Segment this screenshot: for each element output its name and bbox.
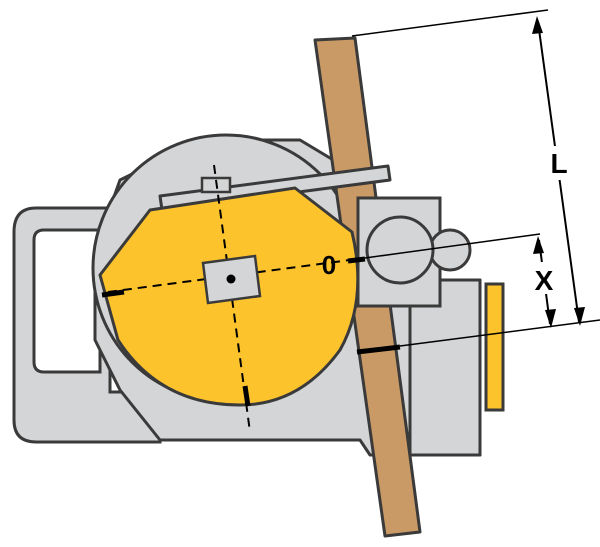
label-x-bg	[532, 262, 556, 294]
tick-zero	[347, 256, 366, 264]
handle	[12, 206, 162, 444]
ext-line-zero	[364, 233, 541, 259]
board-mark	[356, 344, 401, 355]
arrow-x-top	[533, 236, 544, 254]
adjust-knob	[365, 215, 435, 285]
pivot-dot	[226, 274, 236, 284]
tick-bottom	[242, 385, 251, 407]
arrow-l-bottom	[574, 307, 585, 326]
arrow-x-bottom	[545, 309, 556, 328]
tick-left	[101, 289, 125, 298]
ext-line-top	[351, 9, 549, 37]
clamp-jaw	[484, 282, 505, 412]
knob-cap	[428, 228, 472, 272]
label-x: X	[535, 265, 554, 296]
arrow-l-top	[532, 16, 543, 34]
label-zero: 0	[322, 250, 336, 280]
label-l: L	[550, 148, 567, 179]
label-l-bg	[548, 146, 570, 180]
ext-line-bottom	[399, 319, 600, 347]
